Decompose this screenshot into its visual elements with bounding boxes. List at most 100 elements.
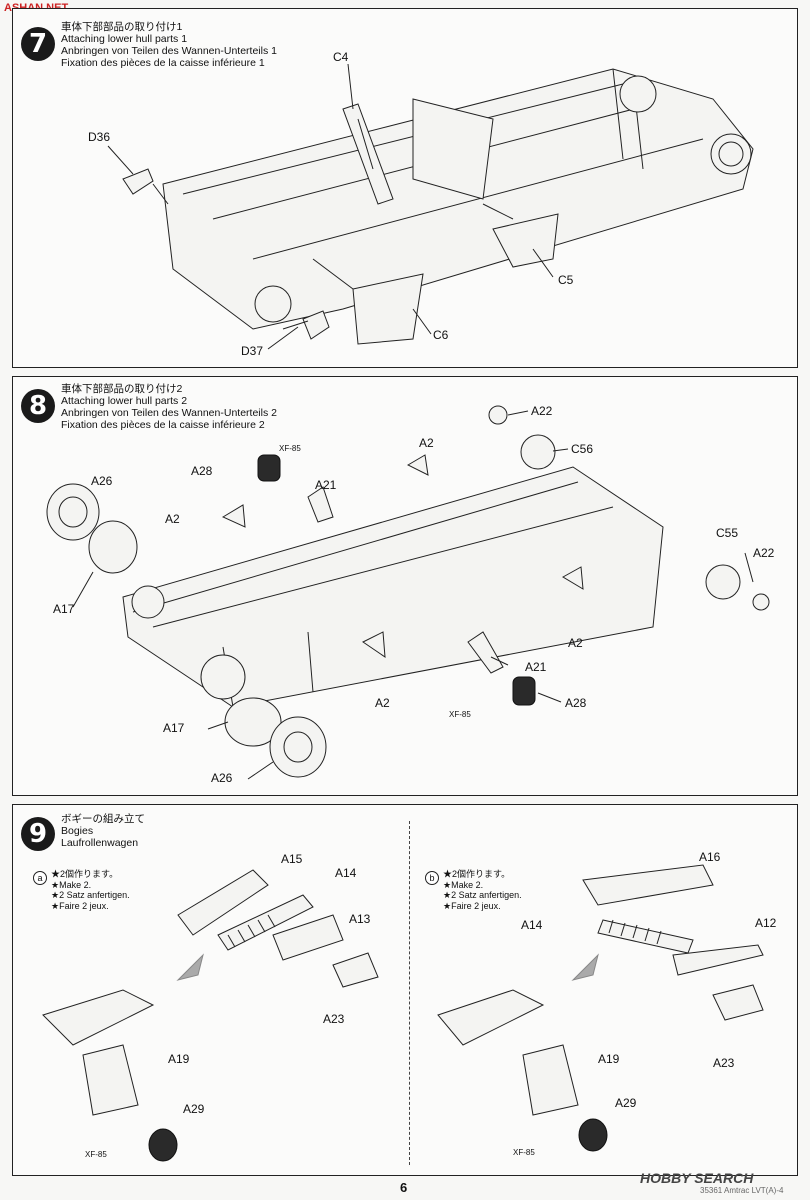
part-a29-b [578,1118,608,1152]
part-a19 [82,1044,139,1116]
label: A22 [753,546,775,560]
assembly-arrow [571,953,599,981]
label: C5 [558,273,574,287]
part-a23-b [712,984,764,1021]
label: A21 [315,478,337,492]
step-8-diagram: A22 A2 C56 XF-85 A28 A21 A26 A2 C55 A22 … [46,404,775,785]
part-c56 [520,434,556,470]
bogie-assembled-b [437,989,545,1046]
step-title-de: Anbringen von Teilen des Wannen-Untertei… [61,45,277,57]
part-a17-top [88,520,138,574]
label: A12 [755,916,777,930]
part-d37 [302,310,330,340]
label: A15 [281,852,303,866]
label: A28 [565,696,587,710]
label: D37 [241,344,263,358]
step-title-jp: 車体下部部品の取り付け1 [61,21,183,33]
note-line: ★2個作ります。 [443,869,511,879]
note-line: ★2個作ります。 [51,869,119,879]
label: A26 [211,771,233,785]
section-divider [409,821,410,1165]
step-title-jp: 車体下部部品の取り付け2 [61,383,183,395]
hull-bottom [122,466,664,708]
step-7-panel: 7 車体下部部品の取り付け1 Attaching lower hull part… [12,8,798,368]
label: A29 [183,1102,205,1116]
part-a28-bottom [512,676,536,706]
label: A22 [531,404,553,418]
label: A2 [375,696,390,710]
label: A13 [349,912,371,926]
note-line: ★Make 2. [443,879,484,890]
part-a17-bottom [224,697,282,747]
part-a23 [332,952,379,988]
step-title-fr: Fixation des pièces de la caisse inférie… [61,419,265,431]
step-title-de: Anbringen von Teilen des Wannen-Untertei… [61,407,277,419]
label: XF-85 [513,1148,535,1157]
note-line: ★Make 2. [51,879,92,890]
step-number-badge: 9 [21,817,55,851]
label: XF-85 [85,1150,107,1159]
step-title-en: Attaching lower hull parts 2 [61,395,188,407]
step-title-block: 車体下部部品の取り付け2 Attaching lower hull parts … [61,383,277,431]
watermark-bottom-code: 35361 Amtrac LVT(A)-4 [700,1186,784,1195]
idler-mount [254,285,292,323]
part-d36 [122,168,154,195]
part-a22-bottom [752,593,770,611]
part-c6 [352,273,424,345]
part-a21-bottom [467,631,504,674]
label: XF-85 [449,710,471,719]
label: XF-85 [279,444,301,453]
make-2-note: ★2個作ります。 ★Make 2. ★2 Satz anfertigen. ★F… [51,869,130,911]
part-a19-b [522,1044,579,1116]
part-a26-bottom [269,716,327,778]
step-9-diagram: A15 A14 A13 A23 A19 A29 XF-85 A16 A14 A1… [42,850,777,1162]
label: A2 [419,436,434,450]
part-a14-spring-b [597,919,694,954]
label: A16 [699,850,721,864]
part-c5 [492,213,559,268]
note-line: ★2 Satz anfertigen. [443,890,522,900]
part-c55 [705,564,741,600]
label: A23 [323,1012,345,1026]
note-line: ★Faire 2 jeux. [443,900,501,911]
step-number-badge: 8 [21,389,55,423]
label: A21 [525,660,547,674]
step-8-panel: 8 車体下部部品の取り付け2 Attaching lower hull part… [12,376,798,796]
step-title-jp: ボギーの組み立て [61,813,145,825]
label: A2 [165,512,180,526]
label: A19 [168,1052,190,1066]
part-a29 [148,1128,178,1162]
step-7-diagram: C4 D36 C5 C6 D37 [88,50,754,358]
bulkhead [412,98,494,200]
sub-step-a-marker: a [33,871,47,885]
label: A2 [568,636,583,650]
note-line: ★2 Satz anfertigen. [51,890,130,900]
part-a12 [672,944,764,976]
label: C55 [716,526,738,540]
label: C4 [333,50,349,64]
page-number: 6 [400,1180,408,1195]
label: C56 [571,442,593,456]
note-line: ★Faire 2 jeux. [51,900,109,911]
label: A29 [615,1096,637,1110]
step-title-fr: Fixation des pièces de la caisse inférie… [61,57,265,69]
sub-step-b-marker: b [425,871,439,885]
assembly-arrow [176,953,204,981]
step-9-panel: 9 ボギーの組み立て Bogies Laufrollenwagen a ★2個作… [12,804,798,1176]
step-title-block: ボギーの組み立て Bogies Laufrollenwagen [61,813,145,849]
part-a13 [272,914,344,961]
part-a26-top [46,483,100,541]
step-number-badge: 7 [21,27,55,61]
watermark-bottom: HOBBY SEARCH [640,1170,754,1186]
step-title-en: Bogies [61,825,94,837]
part-a21-top [307,486,334,523]
label: A28 [191,464,213,478]
make-2-note: ★2個作ります。 ★Make 2. ★2 Satz anfertigen. ★F… [443,869,522,911]
step-title-block: 車体下部部品の取り付け1 Attaching lower hull parts … [61,21,277,69]
label: A14 [521,918,543,932]
label: D36 [88,130,110,144]
label: A17 [163,721,185,735]
part-a16 [582,864,714,906]
label: C6 [433,328,449,342]
label: A19 [598,1052,620,1066]
